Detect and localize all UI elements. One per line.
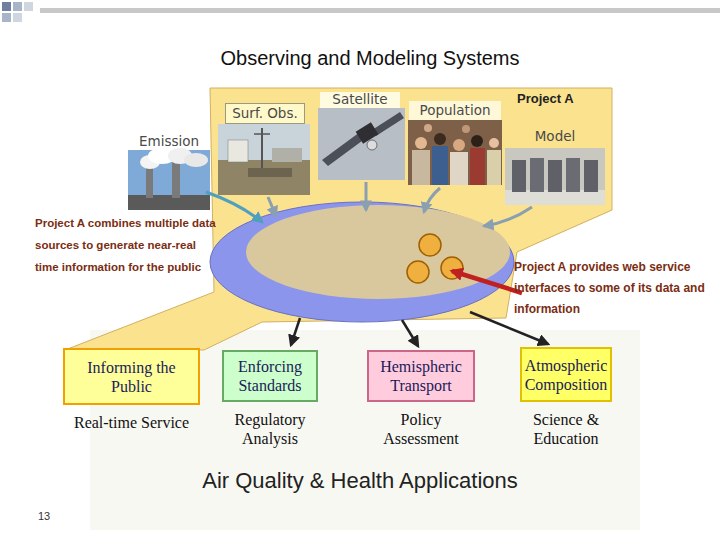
crowd-figure [412, 150, 430, 185]
section-heading: Air Quality & Health Applications [100, 467, 620, 495]
station-mast [261, 128, 263, 170]
solar-panel [322, 132, 366, 166]
crowd-head [434, 133, 446, 145]
photo-sky [318, 108, 405, 180]
crowd-figure [432, 146, 448, 185]
crowd-head [462, 125, 470, 133]
station-instrument [272, 148, 302, 162]
computer-cabinet [530, 158, 544, 192]
top-rule [40, 8, 720, 13]
service-circle [407, 261, 429, 283]
computer-cabinet [566, 158, 580, 192]
station-mast [254, 133, 270, 135]
application-title: Hemispheric Transport [370, 357, 472, 395]
source-label: Population [409, 101, 501, 121]
bullet-square [13, 2, 22, 11]
crowd-head [424, 124, 432, 132]
application-box: Atmospheric CompositionScience & Educati… [520, 347, 612, 402]
service-pointer [452, 271, 522, 293]
application-title: Atmospheric Composition [521, 356, 611, 394]
output-arrow [470, 312, 548, 344]
application-box: Informing the PublicReal-time Service [63, 348, 200, 405]
bullet-square [24, 2, 33, 11]
crowd-figure [450, 152, 468, 185]
data-source: Surf. Obs. [216, 100, 312, 196]
source-label: Satellite [320, 92, 400, 109]
crowd-figure [487, 150, 501, 185]
station-shelter [228, 140, 248, 162]
data-source: Satellite [318, 92, 405, 180]
plant-building [128, 195, 210, 210]
solar-panel [372, 112, 404, 136]
source-label: Model [523, 127, 587, 147]
service-circle [419, 234, 441, 256]
photo-sky [218, 124, 310, 195]
output-arrow [291, 318, 300, 345]
page-number: 13 [38, 510, 68, 522]
input-arrow [365, 182, 368, 210]
data-source: Emission [126, 132, 212, 212]
smoke-plume [168, 148, 192, 164]
photo-ground [218, 160, 310, 195]
smoke-plume [184, 153, 208, 167]
satellite-dish [367, 140, 377, 150]
bullet-square [13, 13, 22, 22]
station-base [248, 168, 292, 177]
satellite-body [356, 122, 379, 143]
computer-cabinet [512, 160, 526, 192]
computer-cabinet [548, 160, 562, 192]
crowd-head [453, 139, 465, 151]
application-subtitle: Policy Assessment [366, 410, 476, 448]
service-circle [441, 257, 463, 279]
crowd-figure [470, 148, 485, 185]
source-label: Surf. Obs. [225, 103, 305, 124]
application-box: Hemispheric TransportPolicy Assessment [367, 350, 475, 402]
bullet-square [2, 2, 11, 11]
data-source: Population [406, 100, 504, 186]
crowd-head [471, 135, 483, 147]
input-arrow [424, 188, 440, 212]
smokestack [146, 168, 153, 198]
computer-cabinet [584, 160, 598, 192]
application-title: Enforcing Standards [225, 357, 315, 395]
callout-text: Project A combines multiple data sources… [35, 212, 217, 278]
smoke-plume [140, 155, 160, 169]
input-arrow [268, 197, 276, 216]
data-oval [210, 202, 514, 322]
input-arrow [484, 207, 532, 226]
region-title: Project A [517, 91, 607, 106]
application-subtitle: Real-time Service [52, 413, 212, 432]
photo-computer-room [505, 148, 605, 205]
output-arrow [402, 320, 418, 346]
bullet-square [2, 13, 11, 22]
application-box: Enforcing StandardsRegulatory Analysis [222, 350, 318, 402]
photo-crowd [408, 120, 502, 185]
application-subtitle: Regulatory Analysis [215, 410, 325, 448]
callout-text: Project A provides web service interface… [514, 257, 718, 320]
crowd-head [415, 137, 427, 149]
photo-sky [128, 150, 210, 210]
crowd-head [489, 138, 499, 148]
room-floor [505, 190, 605, 205]
data-oval-core [246, 205, 510, 299]
application-title: Informing the Public [87, 358, 177, 396]
data-source: Model [505, 125, 605, 205]
source-label: Emission [128, 133, 210, 151]
application-subtitle: Science & Education [516, 410, 616, 448]
slide-title: Observing and Modeling Systems [10, 47, 720, 70]
smokestack [172, 162, 180, 198]
smoke-plume [148, 148, 176, 164]
